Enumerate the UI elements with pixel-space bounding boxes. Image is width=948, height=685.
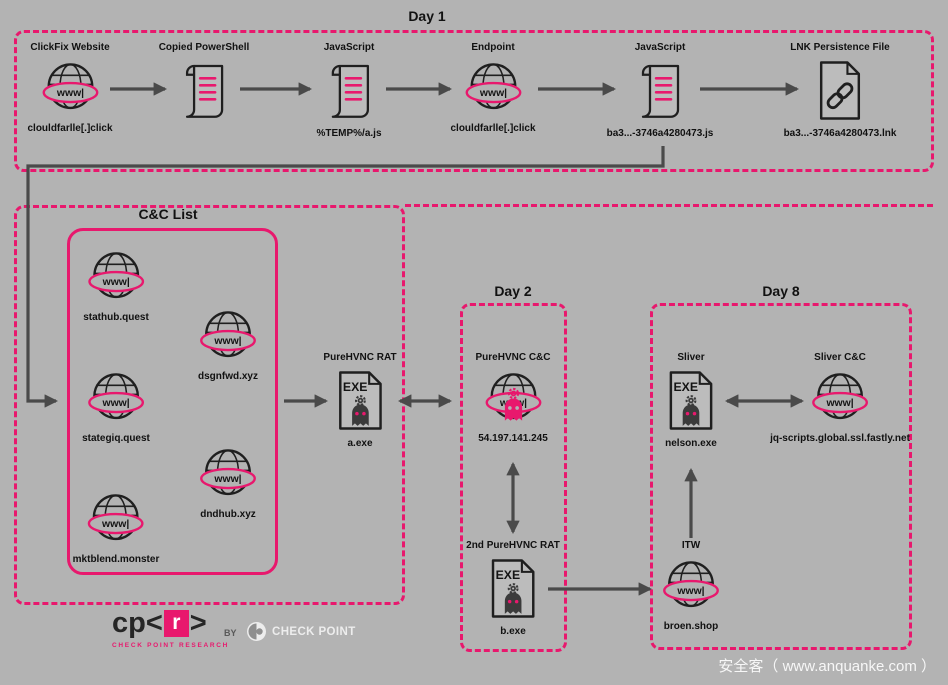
node-sublabel: 54.197.141.245 <box>478 433 548 444</box>
node-label: PureHVNC RAT <box>323 352 397 363</box>
cpr-logo-row: cp < r > <box>112 608 229 638</box>
node-sublabel: nelson.exe <box>665 438 717 449</box>
node-mktblend: mktblend.monster <box>72 490 160 566</box>
node-sublabel: stathub.quest <box>83 312 149 323</box>
node-sublabel: clouldfarlle[.]click <box>27 123 113 134</box>
globe-icon <box>87 248 145 306</box>
node-sublabel: ba3...-3746a4280473.js <box>606 128 714 139</box>
day8-title: Day 8 <box>762 283 800 299</box>
watermark: 安全客（ www.anquanke.com ） <box>718 658 936 675</box>
day1-title: Day 1 <box>408 8 446 24</box>
node-2nd-purehvnc-rat: 2nd PureHVNC RAT b.exe <box>466 540 560 638</box>
node-lnk-persistence-file: LNK Persistence File ba3...-3746a4280473… <box>784 42 897 140</box>
node-sublabel: mktblend.monster <box>72 554 160 565</box>
node-itw: ITW broen.shop <box>662 540 720 633</box>
node-sublabel: dsgnfwd.xyz <box>197 371 259 382</box>
node-label: ITW <box>681 540 701 551</box>
node-javascript-temp: JavaScript %TEMP%/a.js <box>316 42 381 140</box>
node-label: JavaScript <box>634 42 686 53</box>
globe-icon <box>87 369 145 427</box>
node-javascript-ba3: JavaScript ba3...-3746a4280473.js <box>607 42 714 140</box>
node-sublabel: broen.shop <box>663 621 719 632</box>
node-clickfix-website: ClickFix Website clouldfarlle[.]click <box>27 42 112 135</box>
cpr-r-badge: r <box>163 609 189 637</box>
node-label: Endpoint <box>471 42 515 53</box>
exe-file-icon <box>332 369 388 432</box>
day1-extension-line <box>405 204 933 207</box>
cnc-list-title: C&C List <box>138 206 198 222</box>
node-dndhub: dndhub.xyz <box>199 445 257 521</box>
node-label: JavaScript <box>323 42 375 53</box>
day1-box <box>14 30 934 172</box>
exe-file-icon <box>485 557 541 620</box>
node-stathub: stathub.quest <box>83 248 149 324</box>
globe-icon <box>87 490 145 548</box>
scroll-icon <box>632 59 688 122</box>
node-sublabel: b.exe <box>500 626 526 637</box>
node-dsgnfwd: dsgnfwd.xyz <box>198 307 258 383</box>
globe-icon <box>464 59 522 117</box>
cpr-text-lt: < <box>145 607 163 639</box>
node-sublabel: ba3...-3746a4280473.lnk <box>783 128 897 139</box>
connector-javascript-to-cnc-list <box>26 146 665 408</box>
day8-box <box>650 303 912 650</box>
node-label: Copied PowerShell <box>158 42 250 53</box>
cpr-logo: cp < r > CHECK POINT RESEARCH <box>112 608 229 649</box>
by-label: BY <box>224 628 237 638</box>
node-copied-powershell: Copied PowerShell <box>158 42 250 122</box>
node-label: 2nd PureHVNC RAT <box>466 540 560 551</box>
globe-icon <box>199 307 257 365</box>
node-sublabel: stategiq.quest <box>82 433 150 444</box>
day2-title: Day 2 <box>494 283 532 299</box>
node-purehvnc-rat: PureHVNC RAT a.exe <box>323 352 396 450</box>
cnc-list-box <box>67 228 278 575</box>
checkpoint-logo: CHECK POINT <box>246 621 356 642</box>
node-label: Sliver <box>677 352 705 363</box>
node-sliver-cnc: Sliver C&C jq-scripts.global.ssl.fastly.… <box>770 352 910 445</box>
node-sublabel: %TEMP%/a.js <box>316 128 382 139</box>
node-stategiq: stategiq.quest <box>82 369 150 445</box>
node-sliver: Sliver nelson.exe <box>663 352 719 450</box>
scroll-icon <box>176 59 232 122</box>
cpr-text-gt: > <box>189 607 207 639</box>
checkpoint-name: CHECK POINT <box>272 625 356 638</box>
globe-bot-icon <box>484 369 542 427</box>
node-sublabel: dndhub.xyz <box>200 509 256 520</box>
globe-icon <box>199 445 257 503</box>
node-label: PureHVNC C&C <box>475 352 551 363</box>
node-sublabel: a.exe <box>347 438 373 449</box>
lnk-file-icon <box>812 59 868 122</box>
node-purehvnc-cnc: PureHVNC C&C 54.197.141.245 <box>475 352 550 445</box>
globe-icon <box>662 557 720 615</box>
cpr-text-cp: cp <box>112 607 146 639</box>
node-sublabel: clouldfarlle[.]click <box>450 123 536 134</box>
exe-file-icon <box>663 369 719 432</box>
node-label: LNK Persistence File <box>790 42 890 53</box>
cpr-tagline: CHECK POINT RESEARCH <box>112 642 230 649</box>
scroll-icon <box>321 59 377 122</box>
node-endpoint: Endpoint clouldfarlle[.]click <box>450 42 535 135</box>
globe-icon <box>811 369 869 427</box>
node-label: Sliver C&C <box>814 352 866 363</box>
node-sublabel: jq-scripts.global.ssl.fastly.net <box>770 433 910 444</box>
globe-icon <box>41 59 99 117</box>
checkpoint-logo-icon <box>247 622 266 641</box>
node-label: ClickFix Website <box>30 42 110 53</box>
day2-box <box>460 303 567 652</box>
